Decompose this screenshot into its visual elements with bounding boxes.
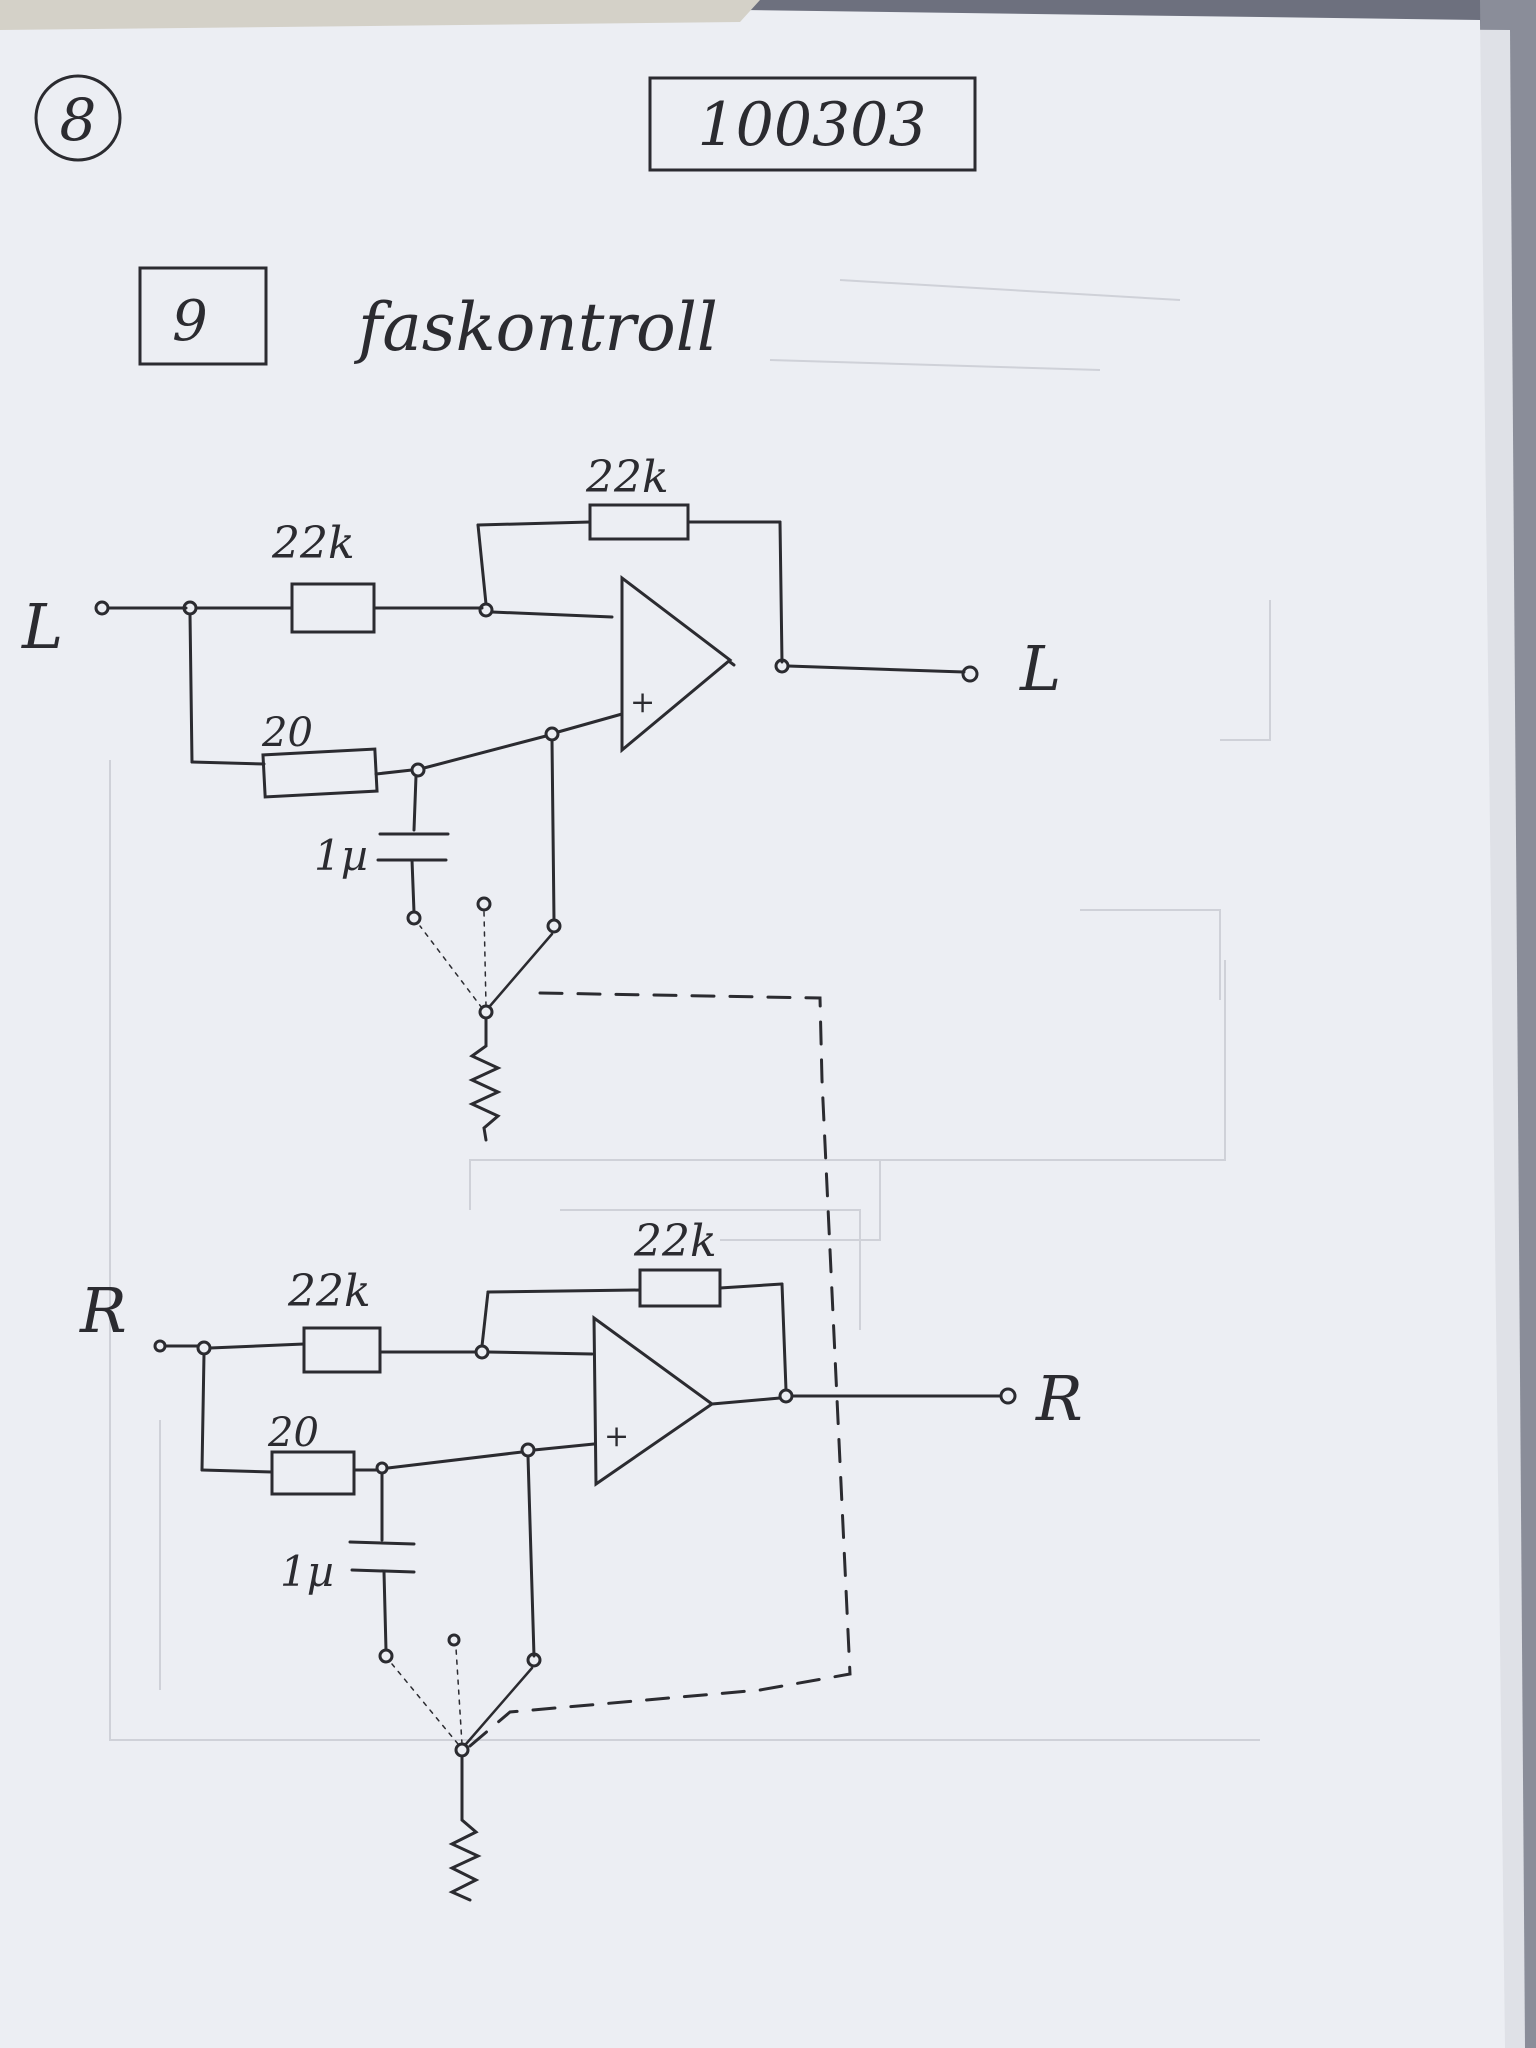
output-terminal-left (961, 665, 979, 683)
circuit-right (153, 1268, 1017, 1902)
potentiometer-right (448, 1754, 482, 1902)
box-mark: 9 (138, 266, 268, 366)
opamp-right (592, 1315, 715, 1487)
input-label-right: R (79, 1274, 127, 1347)
r-in-label-right: 22k (287, 1266, 371, 1317)
top-shadow (0, 0, 760, 30)
box-mark-label: 9 (172, 289, 208, 354)
resistor-series-right (270, 1450, 356, 1496)
output-terminal-right (999, 1387, 1017, 1405)
date-box: 100303 (648, 76, 977, 172)
potentiometer-left (468, 1016, 502, 1142)
switch-contact-left-2 (476, 896, 492, 912)
output-label-left: L (1019, 632, 1061, 705)
gang-link (468, 991, 852, 1748)
page-title: faskontroll (353, 289, 718, 366)
r-fb-label-left: 22k (585, 452, 669, 503)
junction-left-cap (410, 762, 426, 778)
cap-label-left: 1µ (314, 831, 368, 880)
opamp-left (620, 574, 733, 754)
switch-contact-left-3 (546, 918, 562, 934)
resistor-series-left (261, 747, 379, 799)
capacitor-plate-right-1 (348, 1540, 416, 1546)
r-series-label-left: 20 (261, 710, 313, 756)
faint-show-through (109, 279, 1271, 1741)
r-fb-label-right: 22k (633, 1216, 717, 1267)
switch-contact-right-2 (447, 1633, 461, 1647)
cap-label-right: 1µ (280, 1547, 334, 1596)
r-series-label-right: 20 (267, 1410, 319, 1456)
switch-contact-right-3 (526, 1652, 542, 1668)
circuit-left (94, 503, 979, 1748)
paper-sheet (0, 0, 1505, 2048)
plus-label-right: + (604, 1419, 629, 1454)
resistor-in-right (302, 1326, 382, 1374)
switch-contact-right-1 (378, 1648, 394, 1664)
input-label-left: L (21, 590, 63, 663)
date-label: 100303 (697, 90, 926, 160)
page-number-circle: 8 (34, 74, 122, 162)
output-label-right: R (1035, 1362, 1083, 1435)
r-in-label-left: 22k (271, 518, 355, 569)
page-number: 8 (60, 86, 97, 154)
plus-label-left: + (630, 685, 655, 720)
switch-contact-left-1 (406, 910, 422, 926)
